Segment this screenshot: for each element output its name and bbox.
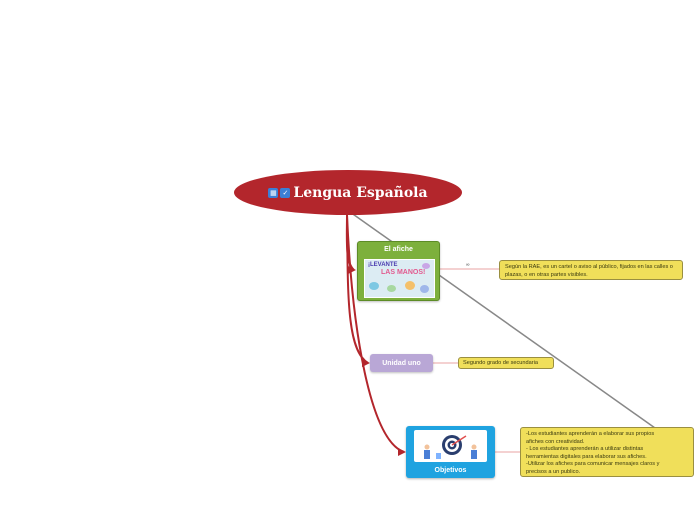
topic-icons: ▦ ✓ [268, 188, 290, 198]
topic-unidad-uno[interactable]: Unidad uno [370, 354, 433, 372]
topic-objetivos[interactable]: Objetivos [406, 426, 495, 478]
checkmark-icon: ✓ [280, 188, 290, 198]
poster-text-1: ¡LEVANTE [368, 262, 398, 268]
poster-text-2: LAS MANOS! [381, 269, 425, 276]
grid-icon: ▦ [268, 188, 278, 198]
callout-afiche-definition[interactable]: Según la RAE, es un cartel o aviso al pú… [499, 260, 683, 280]
central-topic[interactable]: ▦ ✓ Lengua Española [234, 170, 462, 215]
objetivo-line: -Los estudiantes aprenderán a elaborar s… [526, 431, 688, 439]
central-title: Lengua Española [293, 185, 427, 201]
objetivos-label: Objetivos [406, 467, 495, 474]
objetivo-line: herramientas digitales para elaborar sus… [526, 454, 688, 462]
callout-unidad-description[interactable]: Segundo grado de secundaria [458, 357, 554, 369]
target-icon [414, 430, 487, 462]
target-illustration [414, 430, 487, 462]
link-tag: ∞ [466, 262, 470, 268]
unidad-label: Unidad uno [382, 360, 421, 367]
topic-el-afiche[interactable]: El afiche ¡LEVANTE LAS MANOS! [357, 241, 440, 301]
objetivo-line: afiches con creatividad. [526, 439, 688, 447]
callout-objetivos-list[interactable]: -Los estudiantes aprenderán a elaborar s… [520, 427, 694, 477]
afiche-label: El afiche [358, 246, 439, 253]
branch-arrow-objetivos [398, 448, 406, 456]
objetivo-line: -Utilizar los afiches para comunicar men… [526, 461, 688, 469]
objetivo-line: precisos a un publico. [526, 469, 688, 477]
afiche-poster-image: ¡LEVANTE LAS MANOS! [364, 259, 435, 298]
objetivo-line: - Los estudiantes aprenderán a utilizar … [526, 446, 688, 454]
